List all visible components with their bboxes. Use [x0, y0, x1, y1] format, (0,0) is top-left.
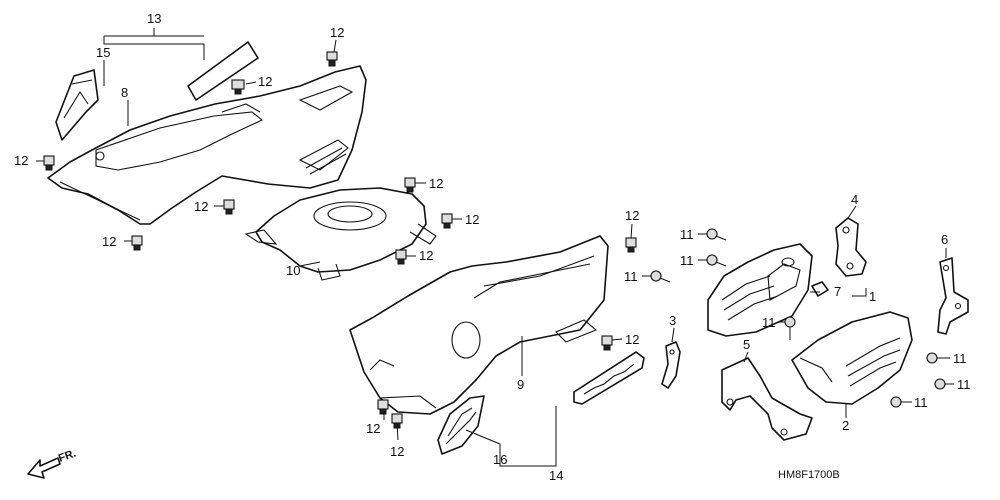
callout-7: 7	[834, 284, 841, 299]
callout-12: 12	[14, 153, 28, 168]
bracket-part-5	[721, 357, 813, 441]
callout-10: 10	[286, 263, 300, 278]
callout-12: 12	[330, 25, 344, 40]
front-direction-arrow: FR.	[27, 447, 78, 479]
callout-8: 8	[121, 85, 128, 100]
decal-stripe-part-13	[187, 41, 259, 101]
callout-12: 12	[419, 248, 433, 263]
stay-part-3	[661, 341, 681, 389]
leader-lines	[36, 28, 954, 467]
clip-fastener	[625, 237, 637, 253]
callout-11: 11	[914, 395, 928, 410]
callout-1: 1	[869, 289, 876, 304]
callout-11: 11	[953, 351, 967, 366]
clip-fastener	[231, 79, 245, 95]
emblem-part-15	[55, 69, 99, 141]
callout-9: 9	[517, 377, 524, 392]
fasteners	[43, 51, 946, 429]
bracket-part-4	[835, 217, 867, 277]
stay-part-6	[937, 257, 969, 335]
callout-11: 11	[957, 377, 971, 392]
wing-emblem-part-16	[437, 395, 485, 455]
inner-cover-part-10	[244, 187, 437, 281]
callout-2: 2	[842, 418, 849, 433]
heat-guard-part-1	[707, 243, 813, 337]
bolt-fastener	[784, 316, 796, 340]
front-label: FR.	[57, 447, 78, 464]
callout-16: 16	[493, 452, 507, 467]
callout-12: 12	[465, 212, 479, 227]
callout-12: 12	[390, 444, 404, 459]
callout-11: 11	[762, 315, 776, 330]
callout-5: 5	[743, 337, 750, 352]
bolt-fastener	[650, 270, 671, 283]
callout-12: 12	[429, 176, 443, 191]
name-emblem-part-14	[573, 351, 645, 405]
main-side-cover-part-9	[349, 235, 609, 415]
clip-fastener	[326, 51, 338, 67]
callout-4: 4	[851, 192, 858, 207]
diagram-code: HM8F1700B	[778, 469, 840, 481]
clip-fastener	[395, 249, 407, 265]
muffler-cover-part-2	[791, 311, 913, 405]
side-cover-upper-part-8	[47, 65, 367, 225]
clip-fastener	[404, 177, 416, 193]
bolt-fastener	[890, 396, 902, 408]
callout-11: 11	[680, 253, 694, 268]
callout-13: 13	[147, 11, 161, 26]
callout-12: 12	[258, 74, 272, 89]
callout-11: 11	[624, 269, 638, 284]
clip-fastener	[131, 235, 143, 251]
callout-labels: 13 15 8 12 12 12 12 12 12 12 12 12 12 12…	[14, 11, 971, 483]
clip-fastener	[377, 399, 389, 415]
bolt-fastener	[706, 254, 727, 267]
bolt-fastener	[926, 352, 938, 364]
clip-fastener	[441, 213, 453, 229]
callout-12: 12	[102, 234, 116, 249]
clip-fastener	[43, 155, 55, 171]
small-plate-part-7	[811, 281, 829, 297]
bolt-fastener	[706, 228, 727, 241]
bolt-fastener	[934, 378, 946, 390]
callout-6: 6	[941, 232, 948, 247]
callout-12: 12	[194, 199, 208, 214]
callout-12: 12	[625, 332, 639, 347]
callout-12: 12	[625, 208, 639, 223]
callout-11: 11	[680, 227, 694, 242]
callout-15: 15	[96, 45, 110, 60]
clip-fastener	[223, 199, 235, 215]
callout-14: 14	[549, 468, 563, 483]
callout-3: 3	[669, 313, 676, 328]
clip-fastener	[601, 335, 613, 351]
callout-12: 12	[366, 421, 380, 436]
